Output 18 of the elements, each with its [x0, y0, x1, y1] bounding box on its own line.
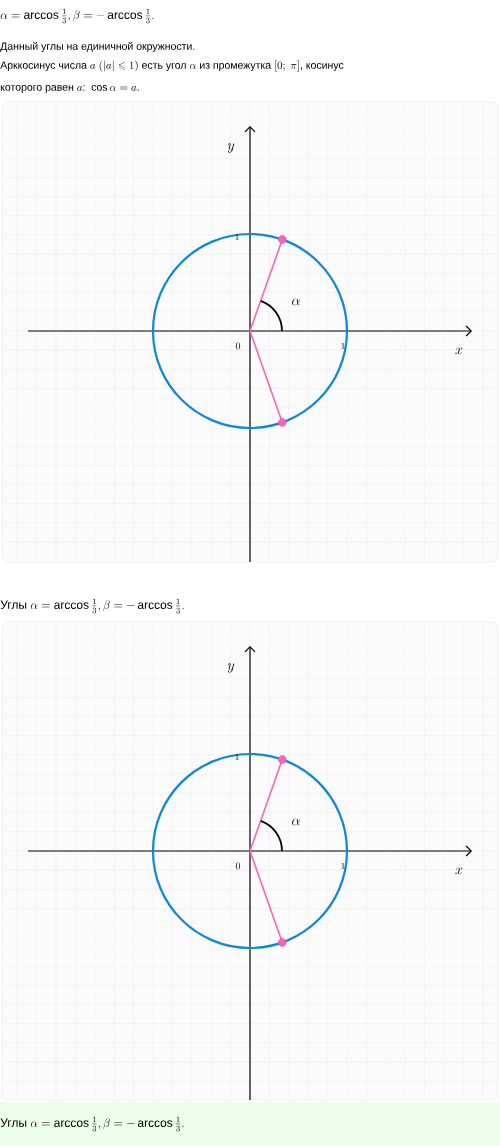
axis-label: $y$	[227, 663, 235, 673]
tick-label: $1$	[341, 862, 345, 869]
tick-label: $1$	[341, 342, 345, 349]
origin-label: $0$	[235, 342, 241, 350]
tick-label: $1$	[235, 753, 239, 760]
angle-label: $\alpha$	[292, 818, 300, 826]
text-line: $\text{которого равен }a\text{: }\cos\alpha = a.$	[0, 85, 139, 93]
text-line: $\alpha = \arccos\frac{1}{3}, \beta = -\arccos\frac{1}{3}.$	[0, 8, 154, 24]
axis-label: $x$	[455, 347, 463, 355]
origin-label: $0$	[235, 862, 241, 870]
angle-label: $\alpha$	[292, 298, 300, 306]
tick-label: $1$	[235, 233, 239, 240]
text-line: $\text{Данный углы на единичной окружности.}$	[0, 42, 195, 52]
axis-label: $x$	[455, 867, 463, 875]
text-line: $\text{Углы }\alpha = \arccos\frac{1}{3}, \beta = -\arccos\frac{1}{3}.$	[0, 1116, 184, 1132]
text-line: $\text{Углы }\alpha = \arccos\frac{1}{3}, \beta = -\arccos\frac{1}{3}.$	[0, 598, 184, 614]
text-line: $\text{Арккосинус числа }a\ (|a| \leqslant 1)\text{ есть угол }\alpha\text{ из промежутка }[0;\ \pi]\text{, косинус}$	[0, 60, 344, 72]
axis-label: $y$	[227, 143, 235, 153]
